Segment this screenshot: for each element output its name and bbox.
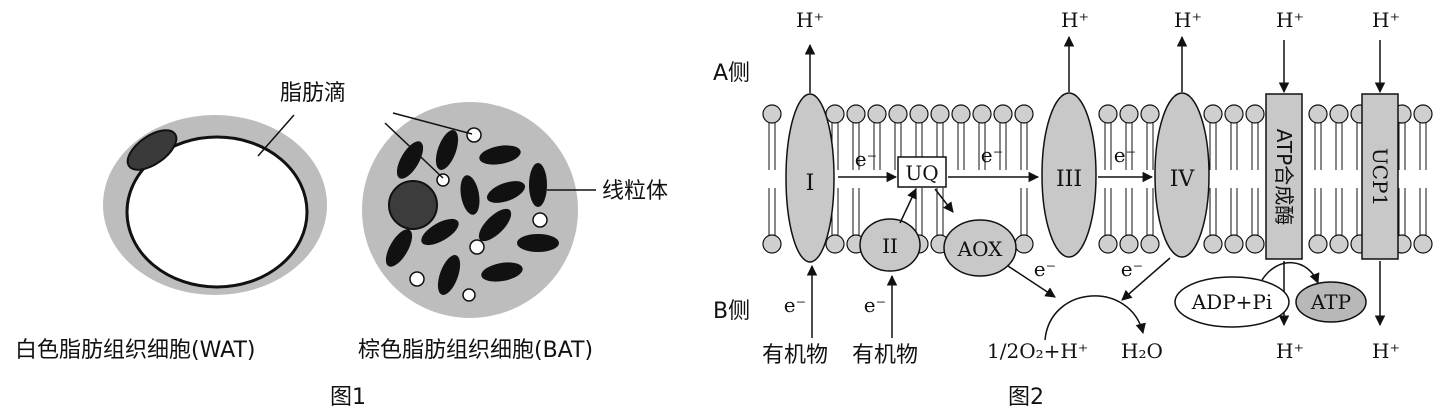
phospholipid-head xyxy=(825,234,845,254)
atp-synthase-label: ATP合成酶 xyxy=(1272,129,1296,225)
phospholipid-head xyxy=(867,104,887,124)
ucp1-label: UCP1 xyxy=(1368,148,1392,206)
h-plus-ucp1-bottom: H⁺ xyxy=(1372,339,1400,363)
adp-pi-label: ADP+Pi xyxy=(1191,290,1273,314)
h-plus-ucp1-top: H⁺ xyxy=(1372,8,1400,32)
phospholipid-head xyxy=(762,234,782,254)
phospholipid-head xyxy=(1098,234,1118,254)
phospholipid-head xyxy=(1224,104,1244,124)
atp-label: ATP xyxy=(1310,290,1351,314)
adp-pi xyxy=(1174,276,1290,328)
wat-nucleus xyxy=(126,129,178,171)
phospholipid-head xyxy=(1413,234,1433,254)
phospholipid-head xyxy=(1413,104,1433,124)
aox-label: AOX xyxy=(957,237,1003,261)
complex-4-label: IV xyxy=(1170,167,1196,192)
aox xyxy=(943,219,1017,277)
phospholipid-head xyxy=(951,104,971,124)
atp-synthesis-arc xyxy=(1261,262,1320,284)
wat-label: 白色脂肪组织细胞(WAT) xyxy=(15,338,256,363)
complex-4 xyxy=(1154,92,1210,258)
side-b-label: B侧 xyxy=(713,299,750,324)
figure-1: 脂肪滴 线粒体 白色脂肪组织细胞(WAT) 棕色脂肪组织细胞(BAT) 图1 xyxy=(15,81,668,410)
phospholipid-head xyxy=(1203,234,1223,254)
phospholipid-head xyxy=(1308,234,1328,254)
phospholipid-head xyxy=(1098,104,1118,124)
phospholipid-head xyxy=(1014,104,1034,124)
e-minus-uq-to-3: e⁻ xyxy=(981,143,1003,167)
complex-2-label: II xyxy=(882,234,898,258)
phospholipid-head xyxy=(888,104,908,124)
e-minus-complex-1: e⁻ xyxy=(784,293,806,317)
figure-2-caption: 图2 xyxy=(1008,385,1044,410)
lipid-droplet-label: 脂肪滴 xyxy=(280,81,346,106)
complex-2 xyxy=(859,218,921,272)
e-minus-1-to-uq: e⁻ xyxy=(855,147,877,171)
complex-3 xyxy=(1041,92,1097,258)
lipid-droplets xyxy=(409,127,548,302)
wat-cell xyxy=(103,114,327,295)
e-minus-complex-4: e⁻ xyxy=(1121,257,1143,281)
e-minus-complex-2: e⁻ xyxy=(864,293,886,317)
phospholipid-head xyxy=(1119,234,1139,254)
atp-synthase xyxy=(1265,93,1303,260)
phospholipid-head xyxy=(1203,104,1223,124)
membrane-bilayer xyxy=(762,104,1433,254)
phospholipid-head xyxy=(1245,234,1265,254)
water-label: H₂O xyxy=(1121,339,1163,363)
oxygen-reactant-label: 1/2O₂+H⁺ xyxy=(987,339,1088,363)
e-minus-aox: e⁻ xyxy=(1034,257,1056,281)
phospholipid-head xyxy=(1329,104,1349,124)
phospholipid-head xyxy=(846,104,866,124)
figure-2: A侧 B侧 I H⁺ e⁻ 有机物 II e⁻ 有机物 UQ e⁻ e⁻ AOX xyxy=(713,8,1433,410)
phospholipid-head xyxy=(1308,104,1328,124)
phospholipid-head xyxy=(1245,104,1265,124)
h-plus-4: H⁺ xyxy=(1174,8,1202,32)
phospholipid-head xyxy=(1014,234,1034,254)
side-a-label: A侧 xyxy=(713,61,750,86)
phospholipid-head xyxy=(825,104,845,124)
organic-2-label: 有机物 xyxy=(852,343,918,368)
e-minus-3-to-4: e⁻ xyxy=(1114,143,1136,167)
organic-1-label: 有机物 xyxy=(762,343,828,368)
h-plus-atp-bottom: H⁺ xyxy=(1276,339,1304,363)
phospholipid-head xyxy=(762,104,782,124)
phospholipid-head xyxy=(1140,234,1160,254)
ucp1 xyxy=(1361,93,1399,260)
h-plus-3: H⁺ xyxy=(1061,8,1089,32)
phospholipid-head xyxy=(1329,234,1349,254)
uq-box xyxy=(897,156,947,188)
phospholipid-head xyxy=(909,104,929,124)
bat-cell xyxy=(362,102,596,318)
complex-1-label: I xyxy=(806,171,815,196)
phospholipid-head xyxy=(972,104,992,124)
uq-label: UQ xyxy=(905,161,938,185)
phospholipid-head xyxy=(993,104,1013,124)
h-plus-1: H⁺ xyxy=(796,8,824,32)
phospholipid-head xyxy=(1140,104,1160,124)
atp-product xyxy=(1295,281,1367,323)
bat-label: 棕色脂肪组织细胞(BAT) xyxy=(358,338,593,363)
phospholipid-head xyxy=(1119,104,1139,124)
h-plus-atp-top: H⁺ xyxy=(1276,8,1304,32)
mitochondria-group xyxy=(385,130,559,295)
complex-3-label: III xyxy=(1056,167,1082,192)
bat-nucleus xyxy=(388,180,438,230)
water-formation-arc xyxy=(1044,295,1146,341)
figure-1-caption: 图1 xyxy=(330,385,366,410)
phospholipid-head xyxy=(1224,234,1244,254)
phospholipid-head xyxy=(930,104,950,124)
mitochondria-label: 线粒体 xyxy=(602,179,668,204)
complex-1 xyxy=(785,93,835,263)
